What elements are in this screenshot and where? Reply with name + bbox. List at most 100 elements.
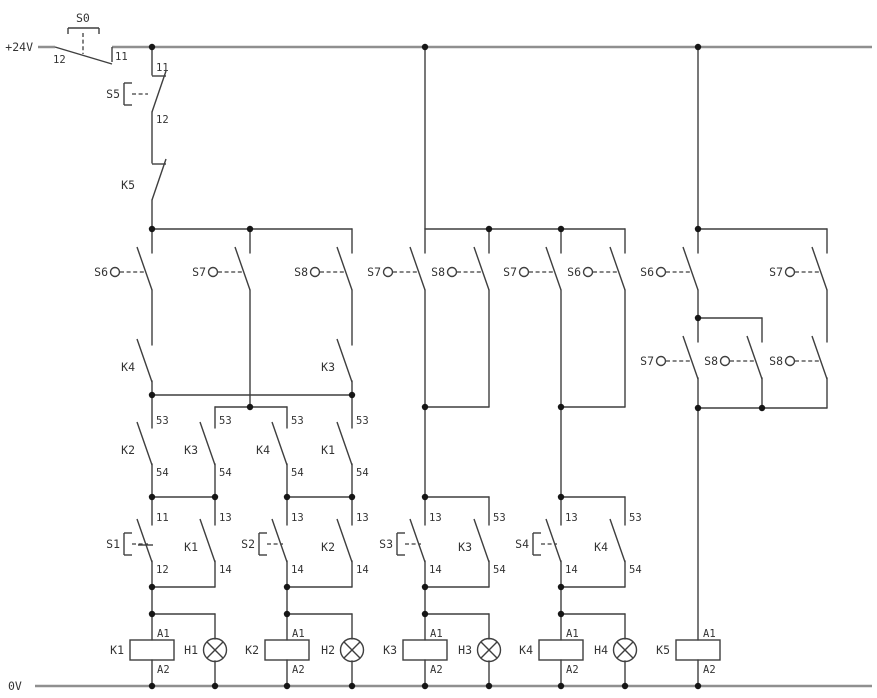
component-label: S6	[567, 265, 581, 279]
terminal-number: A2	[430, 664, 443, 676]
contact-S7-2[interactable]: S7	[367, 246, 426, 291]
junction-dot	[485, 225, 493, 233]
contact-blade	[545, 246, 562, 291]
sensor-actuator-icon	[382, 266, 394, 278]
coil-box	[402, 639, 448, 661]
contact-S6-3[interactable]: S6	[640, 246, 699, 291]
component-label: S7	[192, 265, 206, 279]
terminal-number: A2	[292, 664, 305, 676]
sensor-actuator-icon	[719, 355, 731, 367]
component-label: K2	[245, 643, 259, 657]
component-label: S8	[431, 265, 445, 279]
terminal-number: 13	[356, 512, 369, 524]
contact-blade	[682, 335, 699, 380]
terminal-number: 53	[356, 415, 369, 427]
contact-S7-3[interactable]: S7	[503, 246, 562, 291]
terminal-number: 54	[156, 467, 169, 479]
contact-K4-contact-1[interactable]: K4	[121, 338, 153, 383]
contact-S8-1[interactable]: S8	[294, 246, 353, 291]
contact-S7-1[interactable]: S7	[192, 246, 251, 291]
lamp-icon	[480, 641, 498, 659]
terminal-number: A2	[566, 664, 579, 676]
sensor-actuator-icon	[655, 266, 667, 278]
lamp-H1[interactable]: H1	[184, 637, 228, 663]
junction-dot	[421, 610, 429, 618]
junction-dot	[694, 43, 702, 51]
contact-S8-3[interactable]: S8	[704, 335, 763, 380]
contact-blade	[136, 421, 153, 466]
component-label: K2	[321, 540, 335, 554]
contact-blade	[409, 246, 426, 291]
lamp-icon	[476, 637, 502, 663]
lamp-H3[interactable]: H3	[458, 637, 502, 663]
contact-K5-contact[interactable]: K5	[121, 158, 167, 201]
component-label: K3	[458, 540, 472, 554]
component-label: K3	[383, 643, 397, 657]
contact-blade	[136, 246, 153, 291]
contact-K3-contact-1[interactable]: K3	[321, 338, 353, 383]
contact-blade	[811, 246, 828, 291]
terminal-number: 11	[156, 512, 169, 524]
terminal-number: 54	[493, 564, 506, 576]
junction-dot	[211, 682, 219, 690]
junction-dot	[148, 493, 156, 501]
coil-box	[129, 639, 175, 661]
junction-dot	[148, 225, 156, 233]
terminal-number: 53	[291, 415, 304, 427]
junction-dot	[421, 493, 429, 501]
junction-dot	[148, 43, 156, 51]
junction-dot	[421, 43, 429, 51]
contact-S6-2[interactable]: S6	[567, 246, 626, 291]
component-label: K4	[594, 540, 608, 554]
junction-dot	[557, 225, 565, 233]
contact-S7-4[interactable]: S7	[769, 246, 828, 291]
contact-blade	[609, 246, 626, 291]
terminal-number: 54	[629, 564, 642, 576]
component-label: S1	[106, 537, 120, 551]
component-label: S6	[640, 265, 654, 279]
contact-blade	[271, 421, 288, 466]
component-label: S7	[769, 265, 783, 279]
junction-dot	[421, 583, 429, 591]
contact-K2-13[interactable]: K2 13 14	[321, 512, 369, 576]
junction-dot	[283, 493, 291, 501]
component-label: S5	[106, 87, 120, 101]
contact-blade	[234, 246, 251, 291]
junction-dot	[246, 225, 254, 233]
contact-S8-2[interactable]: S8	[431, 246, 490, 291]
terminal-number: 14	[356, 564, 369, 576]
component-label: S7	[503, 265, 517, 279]
terminal-number: 54	[356, 467, 369, 479]
junction-dot	[557, 610, 565, 618]
rail-label-0v: 0V	[8, 679, 22, 693]
lamp-H4[interactable]: H4	[594, 637, 638, 663]
contact-blade	[682, 246, 699, 291]
lamp-H2[interactable]: H2	[321, 637, 365, 663]
contact-S7-5[interactable]: S7	[640, 335, 699, 380]
contact-blade	[136, 518, 153, 563]
contact-S6-1[interactable]: S6	[94, 246, 153, 291]
contact-S8-4[interactable]: S8	[769, 335, 828, 380]
contact-blade	[336, 246, 353, 291]
component-label: H4	[594, 643, 608, 657]
